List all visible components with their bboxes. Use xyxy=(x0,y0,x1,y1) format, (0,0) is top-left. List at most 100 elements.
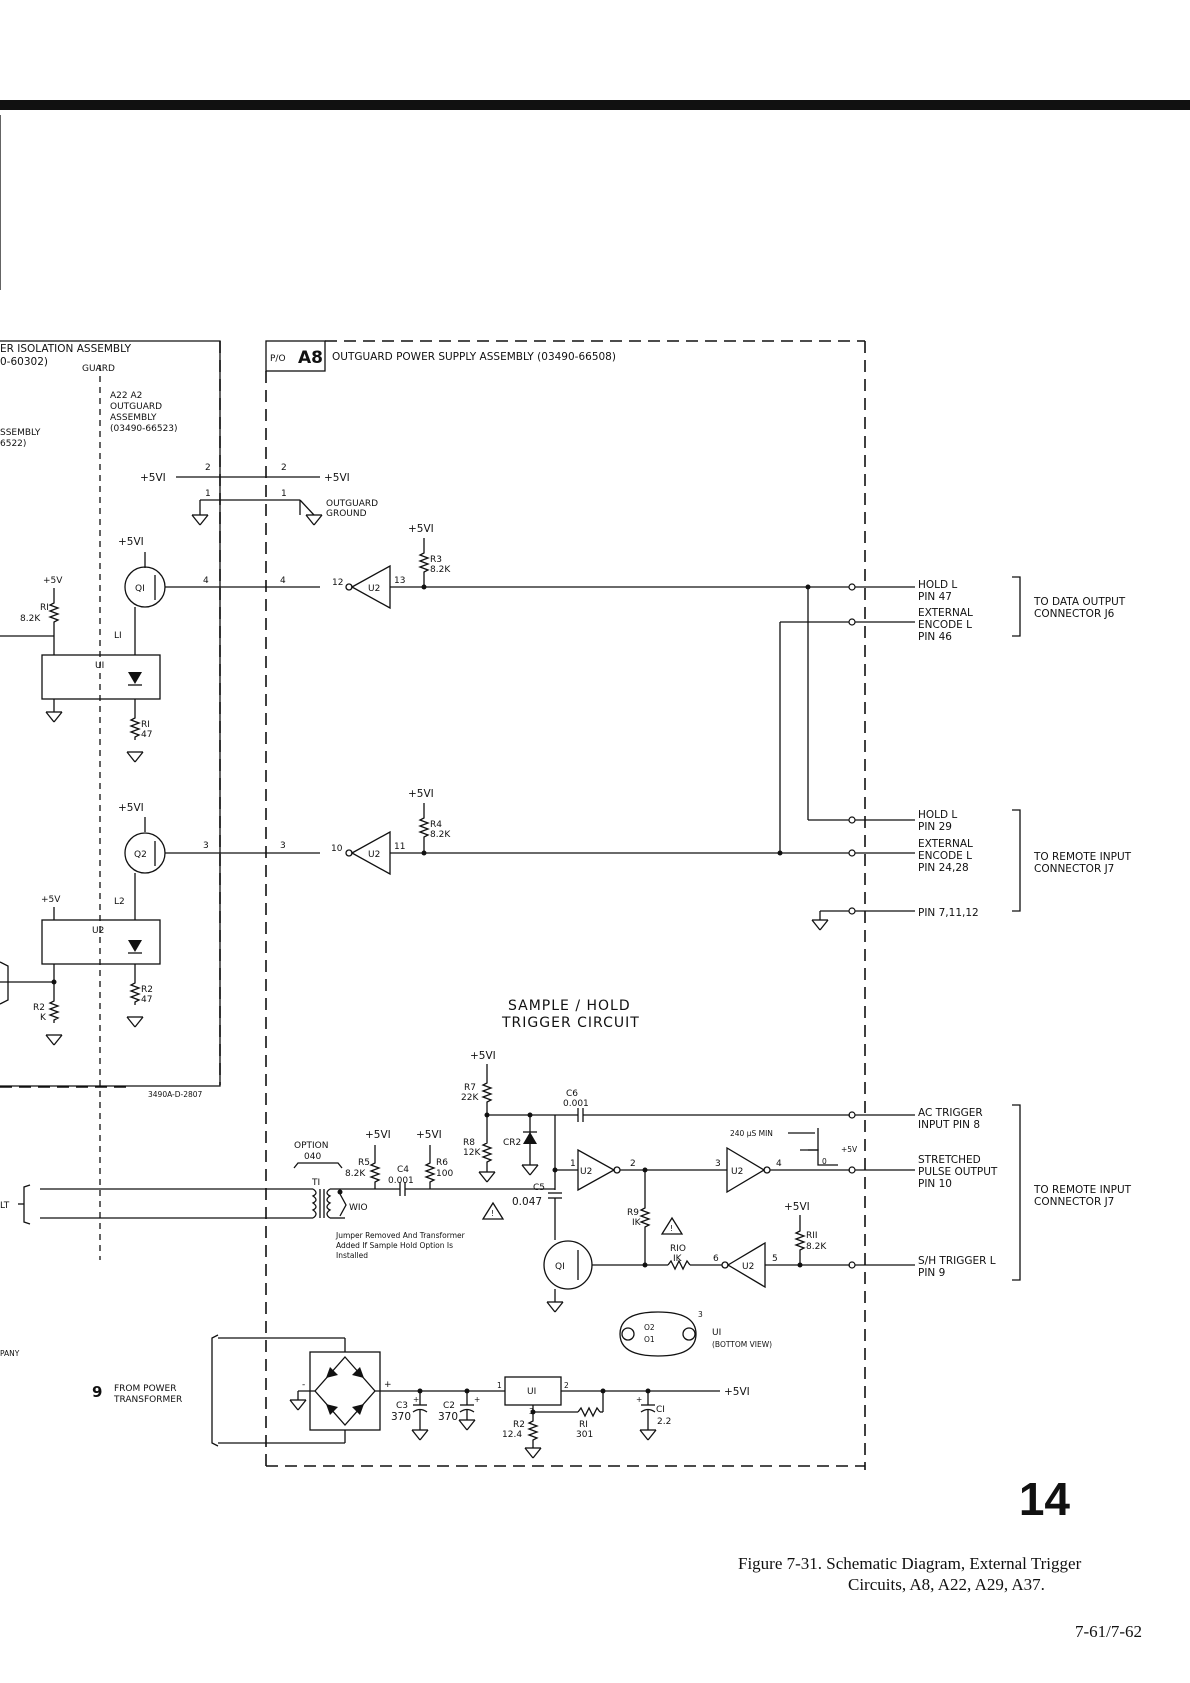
svg-text:INPUT PIN 8: INPUT PIN 8 xyxy=(918,1119,980,1131)
svg-text:6: 6 xyxy=(713,1254,719,1264)
svg-text:2: 2 xyxy=(564,1381,569,1390)
svg-text:O2: O2 xyxy=(644,1323,655,1332)
svg-text:8.2K: 8.2K xyxy=(430,565,451,575)
svg-text:L2: L2 xyxy=(114,897,125,907)
svg-text:1: 1 xyxy=(570,1159,576,1169)
svg-text:5: 5 xyxy=(772,1254,778,1264)
svg-text:13: 13 xyxy=(394,576,405,586)
svg-text:Added If Sample Hold Option Is: Added If Sample Hold Option Is xyxy=(336,1241,453,1250)
svg-text:IK: IK xyxy=(673,1254,683,1264)
svg-text:+5VI: +5VI xyxy=(784,1201,810,1213)
supply-bus: +5VI +5VI 2 2 1 1 OUTGUARD GROUND xyxy=(140,463,378,526)
svg-text:-: - xyxy=(302,1380,305,1390)
svg-text:100: 100 xyxy=(436,1169,453,1179)
svg-text:3: 3 xyxy=(280,841,286,851)
svg-text:CR2: CR2 xyxy=(503,1138,521,1148)
isolation-assembly-pn: 0-60302) xyxy=(0,356,48,368)
svg-text:U2: U2 xyxy=(92,926,104,936)
sample-hold-title-1: SAMPLE / HOLD xyxy=(508,998,631,1014)
a22-label: A22 A2 OUTGUARD ASSEMBLY (03490-66523) xyxy=(110,391,178,434)
power-supply-circuit: 9 FROM POWER TRANSFORMER - + C3 + 370 xyxy=(92,1334,750,1459)
svg-text:CONNECTOR J7: CONNECTOR J7 xyxy=(1034,863,1114,875)
svg-text:10: 10 xyxy=(331,844,343,854)
q1-transistor xyxy=(124,566,166,608)
svg-text:PIN 9: PIN 9 xyxy=(918,1267,945,1279)
svg-text:12K: 12K xyxy=(463,1148,481,1158)
u2-gate-3-4 xyxy=(726,1146,766,1194)
svg-text:A22 A2: A22 A2 xyxy=(110,391,142,401)
svg-text:U2: U2 xyxy=(742,1262,754,1272)
svg-text:U2: U2 xyxy=(368,850,380,860)
svg-text:K: K xyxy=(40,1013,47,1023)
svg-text:C3: C3 xyxy=(396,1401,408,1411)
svg-text:UI: UI xyxy=(527,1387,536,1397)
isolation-assembly-title: ER ISOLATION ASSEMBLY xyxy=(0,343,132,355)
ac-trigger: AC TRIGGER xyxy=(918,1107,983,1119)
svg-text:U2: U2 xyxy=(368,584,380,594)
svg-text:3: 3 xyxy=(698,1310,703,1319)
svg-text:+5V: +5V xyxy=(41,895,61,905)
figure-caption-line-2: Circuits, A8, A22, A29, A37. xyxy=(848,1575,1045,1594)
svg-text:RII: RII xyxy=(806,1231,818,1241)
svg-text:370: 370 xyxy=(438,1411,458,1423)
svg-text:!: ! xyxy=(670,1224,673,1233)
external-encode-46: EXTERNAL xyxy=(918,607,973,619)
svg-text:R5: R5 xyxy=(358,1158,370,1168)
svg-text:11: 11 xyxy=(394,842,405,852)
svg-text:+5VI: +5VI xyxy=(118,536,144,548)
svg-text:ENCODE L: ENCODE L xyxy=(918,850,972,862)
channel-2-circuit: +5VI Q2 3 3 10 U2 11 +5VI R4 8.2K +5V L2… xyxy=(0,788,850,1046)
svg-text:8.2K: 8.2K xyxy=(430,830,451,840)
svg-text:+5VI: +5VI xyxy=(470,1050,496,1062)
svg-text:47: 47 xyxy=(141,730,152,740)
svg-text:R3: R3 xyxy=(430,555,442,565)
svg-text:Q2: Q2 xyxy=(134,850,147,860)
channel-1-circuit: +5VI QI 4 4 12 U2 13 +5VI R3 8.2K +5V RI… xyxy=(0,523,850,763)
svg-text:12: 12 xyxy=(332,578,343,588)
svg-text:2.2: 2.2 xyxy=(657,1417,671,1427)
svg-text:U2: U2 xyxy=(731,1167,743,1177)
svg-text:+5V: +5V xyxy=(43,576,63,586)
svg-text:ASSEMBLY: ASSEMBLY xyxy=(110,413,157,423)
svg-text:4: 4 xyxy=(203,576,209,586)
svg-text:IK: IK xyxy=(632,1218,642,1228)
svg-text:1: 1 xyxy=(281,489,287,499)
to-data-output-j6: TO DATA OUTPUT xyxy=(1033,596,1126,608)
a8-prefix: P/O xyxy=(270,354,286,364)
svg-text:3: 3 xyxy=(715,1159,721,1169)
svg-text:4: 4 xyxy=(776,1159,782,1169)
svg-text:QI: QI xyxy=(135,584,145,594)
svg-text:QI: QI xyxy=(555,1262,565,1272)
svg-text:R2: R2 xyxy=(513,1420,525,1430)
svg-text:+: + xyxy=(474,1395,480,1404)
svg-text:47: 47 xyxy=(141,995,152,1005)
svg-text:+: + xyxy=(413,1395,419,1404)
svg-text:2: 2 xyxy=(281,463,287,473)
svg-text:2: 2 xyxy=(205,463,211,473)
svg-text:PIN 29: PIN 29 xyxy=(918,821,952,833)
svg-text:22K: 22K xyxy=(461,1093,479,1103)
svg-text:+5VI: +5VI xyxy=(416,1129,442,1141)
svg-text:PIN 24,28: PIN 24,28 xyxy=(918,862,969,874)
svg-text:+5V: +5V xyxy=(841,1145,858,1154)
svg-text:C6: C6 xyxy=(566,1089,578,1099)
svg-text:+: + xyxy=(636,1395,642,1404)
svg-text:!: ! xyxy=(491,1209,494,1218)
left-assembly-2: 6522) xyxy=(0,439,26,449)
svg-text:ENCODE L: ENCODE L xyxy=(918,619,972,631)
stretched-pulse: STRETCHED xyxy=(918,1154,981,1166)
figure-caption: Figure 7-31. Schematic Diagram, External… xyxy=(738,1553,1148,1595)
marker-9: 9 xyxy=(92,1383,102,1401)
svg-text:370: 370 xyxy=(391,1411,411,1423)
connector-labels: HOLD L PIN 47 EXTERNAL ENCODE L PIN 46 T… xyxy=(918,576,1132,1281)
svg-text:RI: RI xyxy=(579,1420,588,1430)
figure-caption-line-1: Figure 7-31. Schematic Diagram, External… xyxy=(738,1554,1082,1573)
svg-text:8.2K: 8.2K xyxy=(345,1169,366,1179)
transformer-label: TRANSFORMER xyxy=(113,1395,182,1405)
svg-text:(03490-66523): (03490-66523) xyxy=(110,424,178,434)
svg-text:0.001: 0.001 xyxy=(563,1099,589,1109)
svg-text:Installed: Installed xyxy=(336,1251,368,1260)
svg-text:0.047: 0.047 xyxy=(512,1196,542,1208)
svg-text:C5: C5 xyxy=(533,1183,545,1193)
